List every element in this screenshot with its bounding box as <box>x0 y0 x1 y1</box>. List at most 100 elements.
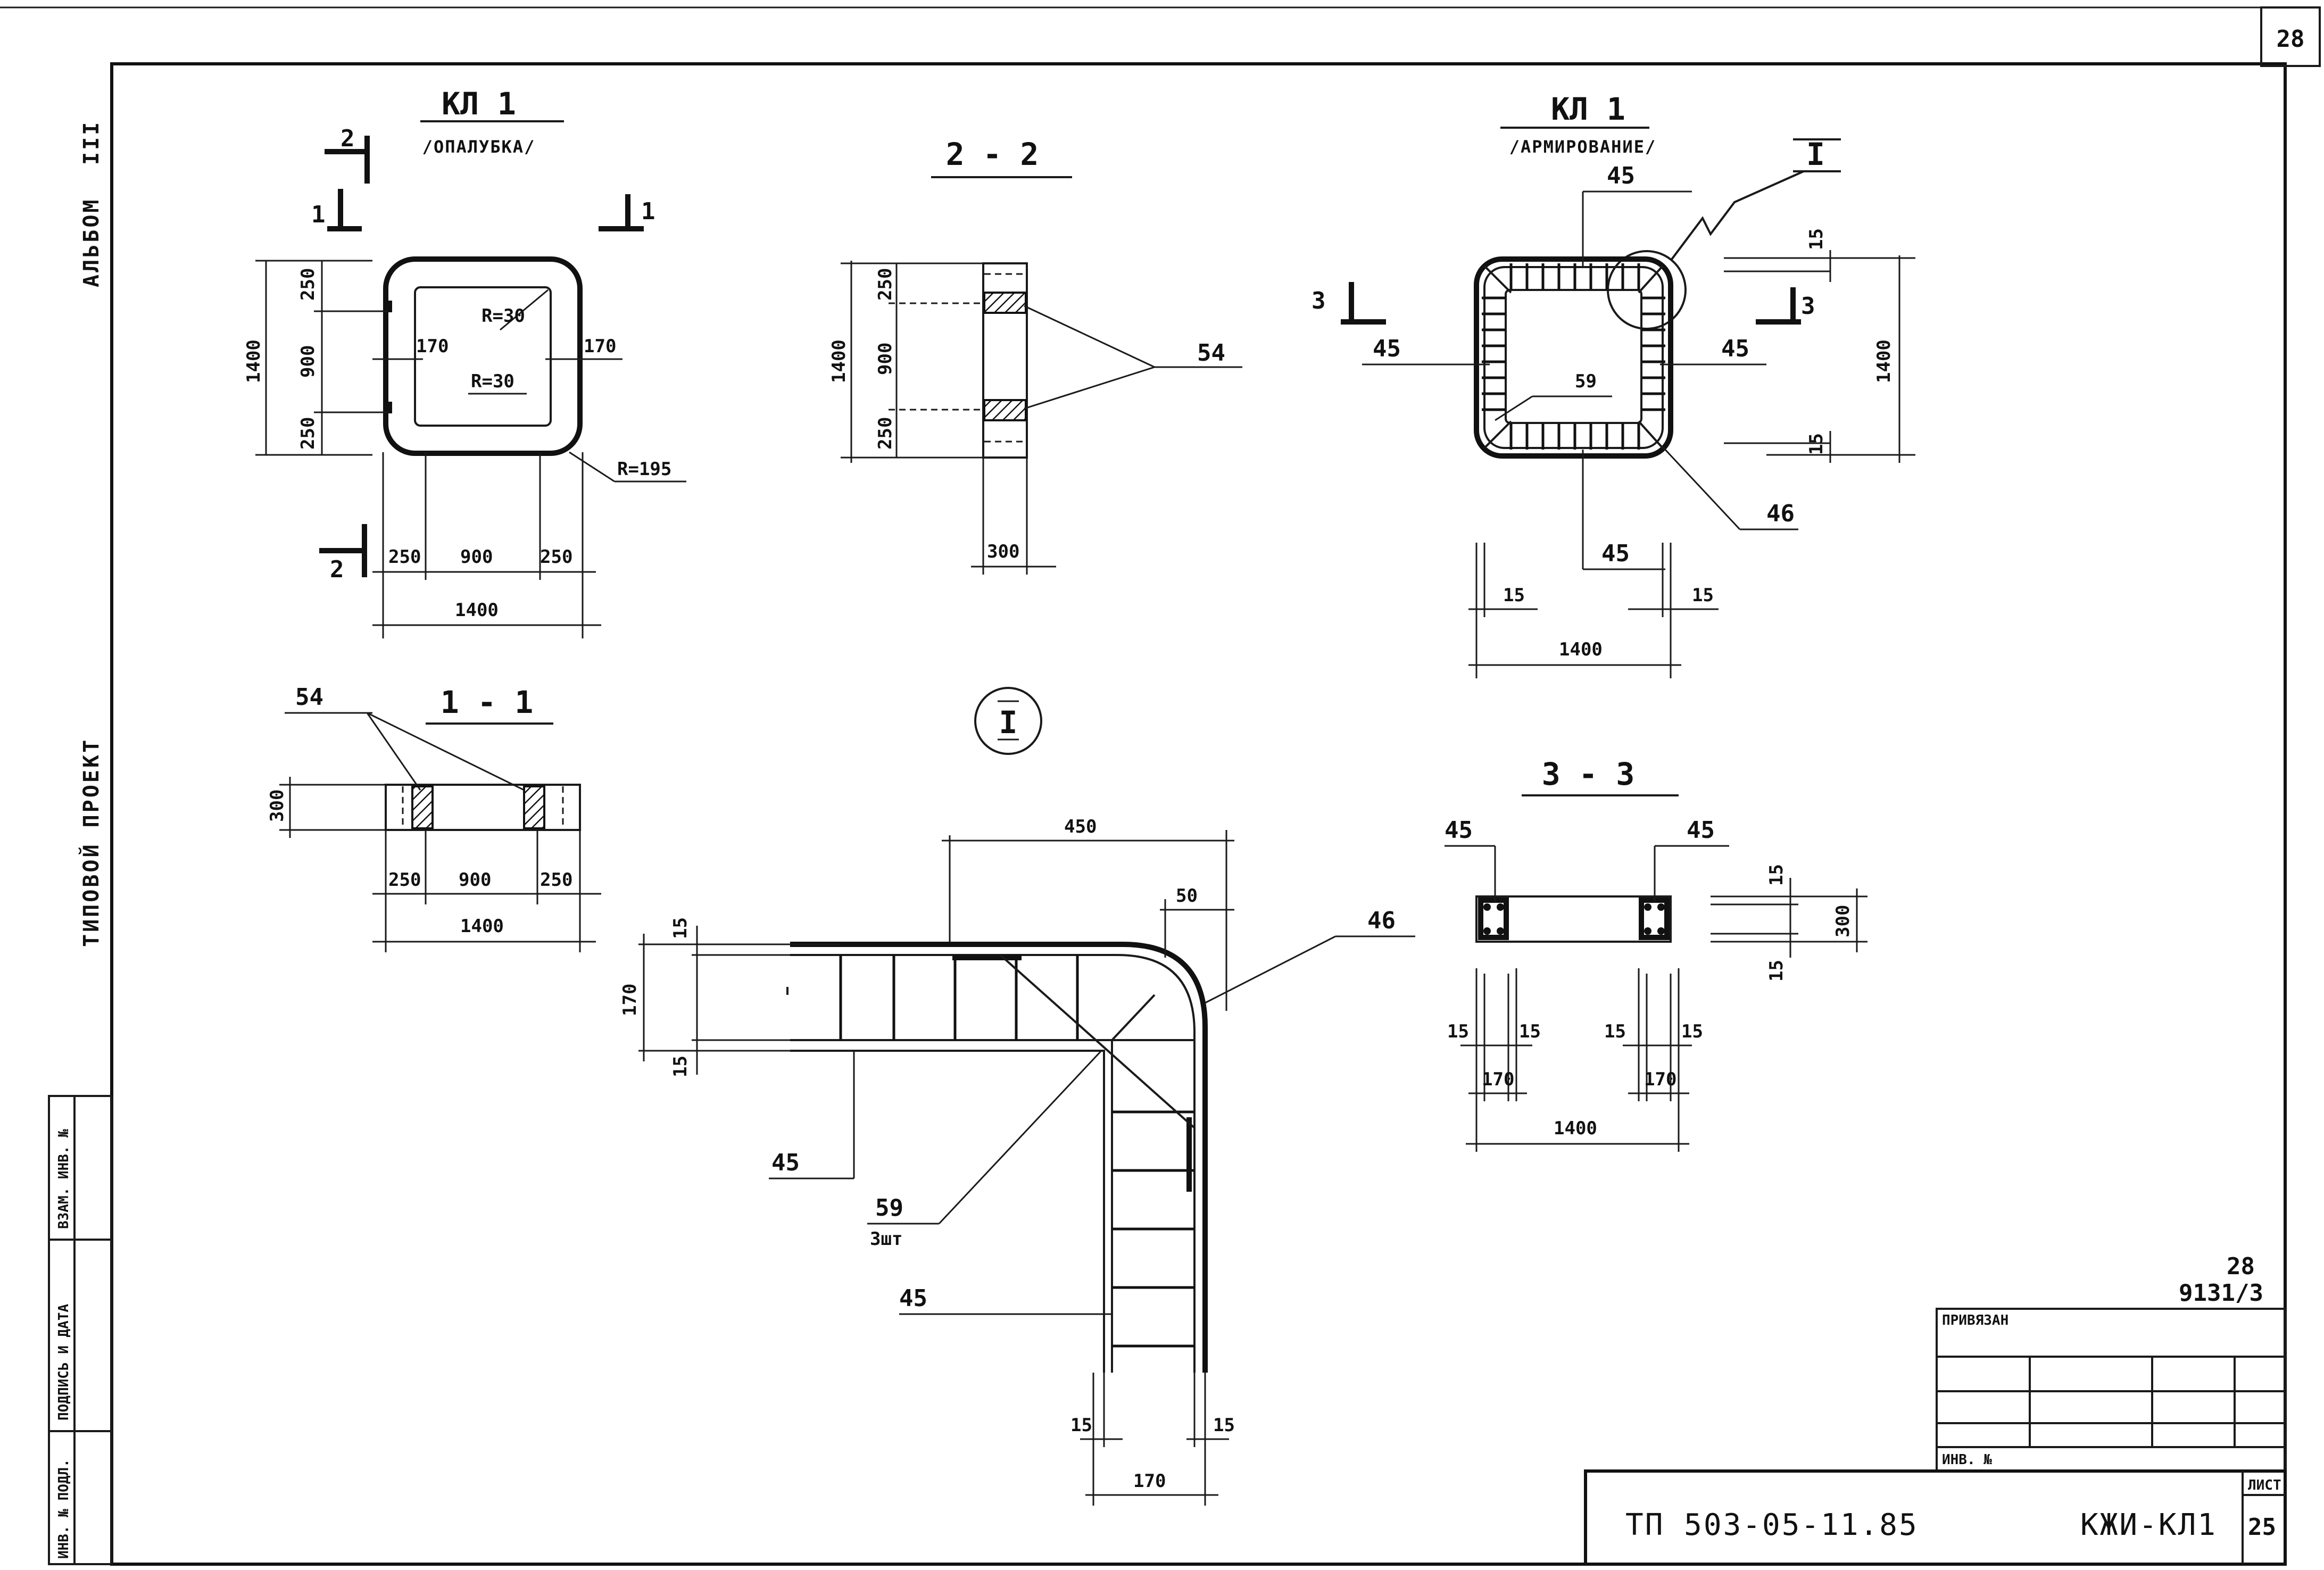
node-leader-46: 46 <box>1367 907 1396 934</box>
rebar-title: КЛ 1 <box>1551 91 1625 127</box>
s22-dim-900: 900 <box>875 343 896 375</box>
node-leader-45-left: 45 <box>771 1149 800 1176</box>
side-labels: АЛЬБОМ III ТИПОВОЙ ПРОЕКТ <box>78 120 104 947</box>
s11-dim-250-right: 250 <box>540 869 572 891</box>
node-dim-170-v: 170 <box>619 984 641 1016</box>
node-i-detail: I 450 <box>619 687 1415 1506</box>
view-formwork: КЛ 1 /ОПАЛУБКА/ 2 1 1 2 1400 250 900 250 <box>243 86 686 638</box>
cut-mark-1-right: 1 <box>641 198 655 225</box>
cut-mark-2-bottom: 2 <box>330 556 344 583</box>
rebar-dim-15-top: 15 <box>1806 228 1827 250</box>
fw-radius-30-inner: R=30 <box>471 371 514 392</box>
section-1-1-title: 1 - 1 <box>441 684 534 720</box>
s33-dim-15-d: 15 <box>1681 1021 1703 1042</box>
album-number: III <box>79 120 104 165</box>
node-dim-15-br: 15 <box>1213 1415 1235 1436</box>
stamp-vzam: ВЗАМ. ИНВ. № <box>56 1129 72 1229</box>
tb-number-hand: 28 <box>2227 1253 2255 1280</box>
fw-radius-195: R=195 <box>617 459 671 480</box>
s22-leader-54: 54 <box>1197 339 1225 367</box>
s33-dim-15-top: 15 <box>1766 864 1787 886</box>
stamp-inv-podl: ИНВ. № ПОДЛ. <box>56 1459 72 1559</box>
rebar-node-mark: I <box>1806 136 1825 172</box>
node-leader-59-qty: 3шт <box>870 1228 902 1250</box>
rebar-leader-46: 46 <box>1766 500 1795 527</box>
tb-inv-no: ИНВ. № <box>1942 1452 1992 1468</box>
s11-leader-54: 54 <box>295 684 323 711</box>
fw-dim-1400-v: 1400 <box>243 339 264 383</box>
node-leader-59: 59 <box>875 1194 903 1222</box>
s11-dim-1400: 1400 <box>460 916 504 937</box>
fw-dim-170-left: 170 <box>416 336 449 357</box>
section-1-1: 1 - 1 54 300 250 900 250 1400 <box>267 684 601 952</box>
rebar-leader-45-bot: 45 <box>1601 540 1630 567</box>
node-dim-15-bot: 15 <box>670 1056 691 1077</box>
s33-dim-15-b: 15 <box>1519 1021 1541 1042</box>
rebar-dim-1400-v: 1400 <box>1873 339 1895 383</box>
s33-leader-45-right: 45 <box>1687 817 1715 844</box>
fw-dim-250-left: 250 <box>388 546 421 568</box>
node-leader-45-bot: 45 <box>899 1285 927 1312</box>
rebar-section-mark-right: 3 <box>1801 293 1815 320</box>
rebar-leader-59: 59 <box>1575 371 1597 392</box>
s11-dim-900: 900 <box>459 869 491 891</box>
s33-dim-15-c: 15 <box>1604 1021 1626 1042</box>
section-2-2: 2 - 2 1400 250 900 250 300 54 <box>828 136 1242 575</box>
node-dim-50: 50 <box>1176 885 1198 907</box>
sheet-frame: 28 <box>0 6 2321 1566</box>
fw-radius-30-top: R=30 <box>482 305 525 327</box>
rebar-leader-45-right: 45 <box>1721 335 1749 362</box>
rebar-section-mark-left: 3 <box>1312 287 1326 314</box>
s33-dim-15-a: 15 <box>1447 1021 1469 1042</box>
rebar-dim-15-right: 15 <box>1692 585 1714 606</box>
s33-dim-1400: 1400 <box>1554 1118 1597 1139</box>
tb-list-label: ЛИСТ <box>2248 1477 2281 1493</box>
album-label: АЛЬБОМ <box>79 198 104 288</box>
formwork-title: КЛ 1 <box>442 86 516 122</box>
s22-dim-300: 300 <box>987 541 1019 562</box>
side-stamp: ИНВ. № ПОДЛ. ПОДПИСЬ И ДАТА ВЗАМ. ИНВ. № <box>48 1095 113 1565</box>
project-label: ТИПОВОЙ ПРОЕКТ <box>78 738 104 947</box>
s11-dim-250-left: 250 <box>388 869 421 891</box>
tb-list-no: 25 <box>2248 1514 2276 1541</box>
s33-dim-300: 300 <box>1832 905 1854 937</box>
fw-dim-900-v: 900 <box>297 345 319 378</box>
tb-mark: КЖИ-КЛ1 <box>2080 1508 2217 1542</box>
formwork-subtitle: /ОПАЛУБКА/ <box>422 137 536 157</box>
fw-dim-250-bot: 250 <box>297 417 319 450</box>
s33-leader-45-left: 45 <box>1445 817 1473 844</box>
tb-privyazan: ПРИВЯЗАН <box>1942 1313 2008 1328</box>
section-3-3: 3 - 3 45 45 15 300 15 <box>1445 756 1868 1152</box>
rebar-leader-45-left: 45 <box>1373 335 1401 362</box>
node-i-mark: I <box>999 704 1018 741</box>
section-2-2-title: 2 - 2 <box>946 136 1039 172</box>
page-number: 28 <box>2277 26 2305 53</box>
cut-mark-1-left: 1 <box>311 201 326 228</box>
s33-dim-170-right: 170 <box>1644 1069 1676 1090</box>
fw-dim-900-h: 900 <box>460 546 493 568</box>
fw-dim-170-right: 170 <box>584 336 616 357</box>
tb-project-code: ТП 503-05-11.85 <box>1625 1508 1919 1542</box>
rebar-dim-1400-h: 1400 <box>1559 639 1603 660</box>
title-block: 28 9131/3 ПРИВЯЗАН ИНВ. № ТП 503-05-11.8… <box>1584 1253 2287 1566</box>
fw-dim-250-right: 250 <box>540 546 572 568</box>
fw-dim-1400-h: 1400 <box>455 600 499 621</box>
s22-dim-250-bot: 250 <box>875 417 896 450</box>
node-dim-15-top: 15 <box>670 917 691 939</box>
node-dim-450: 450 <box>1064 816 1097 837</box>
node-dim-15-bl: 15 <box>1070 1415 1092 1436</box>
rebar-subtitle: /АРМИРОВАНИЕ/ <box>1509 137 1656 157</box>
rebar-dim-15-bot: 15 <box>1806 433 1827 455</box>
section-3-3-title: 3 - 3 <box>1542 756 1635 792</box>
node-dim-170-h: 170 <box>1133 1471 1166 1492</box>
fw-dim-250-top: 250 <box>297 268 319 301</box>
tb-archive-no: 9131/3 <box>2179 1280 2263 1307</box>
rebar-leader-45-top: 45 <box>1607 162 1635 189</box>
s22-dim-1400: 1400 <box>828 339 850 383</box>
s22-dim-250-top: 250 <box>875 268 896 301</box>
s11-dim-300: 300 <box>267 790 288 822</box>
cut-mark-2-top: 2 <box>341 125 355 152</box>
s33-dim-15-bot: 15 <box>1766 960 1787 982</box>
view-rebar: КЛ 1 /АРМИРОВАНИЕ/ I 3 3 <box>1312 91 1915 678</box>
